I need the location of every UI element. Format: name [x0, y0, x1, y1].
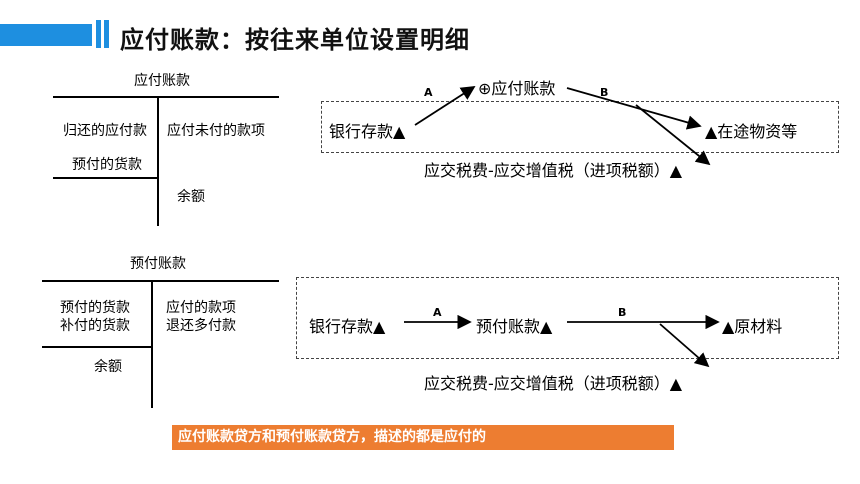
summary-note: 应付账款贷方和预付账款贷方，描述的都是应付的	[172, 425, 674, 450]
t-account-balance-line	[53, 177, 157, 179]
flow-1-box	[321, 101, 839, 153]
t-account-top-line	[53, 96, 279, 98]
t-account-credit-item: 退还多付款	[166, 318, 236, 334]
flow-1-in-transit-node: ▲在途物资等	[705, 122, 798, 141]
flow-1-vat-node: 应交税费-应交增值税（进项税额）▲	[424, 161, 683, 180]
t-account-credit-item: 应付的款项	[166, 300, 236, 316]
flow-1-arrow-vat	[635, 104, 711, 166]
flow-1-arrow-a	[414, 86, 476, 126]
t-account-balance: 余额	[94, 359, 122, 375]
t-account-debit-item: 补付的货款	[60, 318, 130, 334]
t-account-title: 应付账款	[134, 73, 190, 89]
t-account-balance-line	[42, 346, 151, 348]
flow-2-label-a: A	[433, 306, 442, 319]
t-account-top-line	[42, 280, 279, 282]
t-account-debit-item: 预付的货款	[60, 300, 130, 316]
flow-1-label-b: B	[600, 86, 608, 99]
flow-1-label-a: A	[424, 86, 433, 99]
t-account-title: 预付账款	[130, 256, 186, 272]
t-account-debit-item: 归还的应付款	[63, 123, 147, 139]
flow-2-vat-node: 应交税费-应交增值税（进项税额）▲	[424, 374, 683, 393]
page-title: 应付账款：按往来单位设置明细	[120, 26, 470, 54]
t-account-divider	[157, 96, 159, 226]
flow-2-box	[296, 277, 839, 359]
flow-2-bank-node: 银行存款▲	[309, 317, 386, 336]
title-accent-stripe-1	[96, 20, 101, 48]
title-accent-stripe-2	[104, 20, 109, 48]
t-account-divider	[151, 280, 153, 408]
flow-2-raw-material-node: ▲原材料	[722, 317, 783, 336]
t-account-balance: 余额	[177, 189, 205, 205]
flow-2-label-b: B	[618, 306, 626, 319]
flow-2-prepaid-node: 预付账款▲	[476, 317, 553, 336]
t-account-credit-item: 应付未付的款项	[167, 123, 265, 139]
flow-1-bank-node: 银行存款▲	[329, 122, 406, 141]
title-accent-bar	[0, 24, 92, 46]
flow-1-payable-node: ⊕应付账款	[478, 79, 556, 98]
t-account-debit-item: 预付的货款	[72, 157, 142, 173]
flow-1-arrow-b	[566, 87, 702, 130]
flow-2-arrow-vat	[659, 323, 710, 368]
